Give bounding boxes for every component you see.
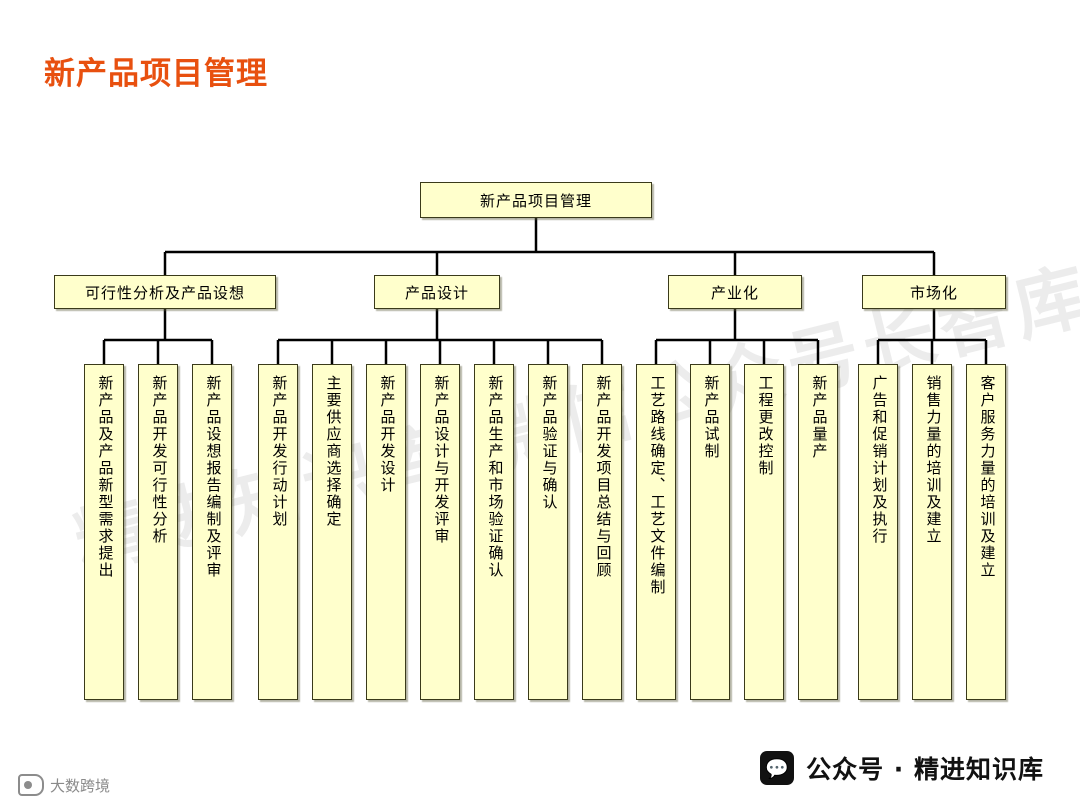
tree-node-branch-1: 产品设计 [374,275,500,309]
tree-node-leaf-9: 新产品开发项目总结与回顾 [582,364,622,700]
tree-node-branch-0: 可行性分析及产品设想 [54,275,276,309]
wechat-icon: 💬 [760,751,795,785]
brand-logo-icon [18,774,44,796]
tree-node-leaf-12: 工程更改控制 [744,364,784,700]
tree-node-leaf-13: 新产品量产 [798,364,838,700]
tree-node-leaf-16: 客户服务力量的培训及建立 [966,364,1006,700]
tree-node-leaf-2: 新产品设想报告编制及评审 [192,364,232,700]
tree-node-leaf-14: 广告和促销计划及执行 [858,364,898,700]
tree-node-leaf-6: 新产品设计与开发评审 [420,364,460,700]
tree-node-branch-3: 市场化 [862,275,1006,309]
tree-node-leaf-5: 新产品开发设计 [366,364,406,700]
brand-label: 大数跨境 [50,776,111,795]
footer-left-brand: 大数跨境 [18,774,110,796]
tree-node-leaf-15: 销售力量的培训及建立 [912,364,952,700]
wechat-account-label: 公众号 · 精进知识库 [806,755,1044,784]
tree-node-leaf-10: 工艺路线确定、工艺文件编制 [636,364,676,700]
tree-node-leaf-7: 新产品生产和市场验证确认 [474,364,514,700]
footer-right-brand: 💬 公众号 · 精进知识库 [760,750,1044,786]
page-title: 新产品项目管理 [44,56,268,92]
tree-node-leaf-11: 新产品试制 [690,364,730,700]
tree-node-leaf-0: 新产品及产品新型需求提出 [84,364,124,700]
tree-node-root: 新产品项目管理 [420,182,652,218]
tree-node-leaf-1: 新产品开发可行性分析 [138,364,178,700]
tree-node-leaf-4: 主要供应商选择确定 [312,364,352,700]
tree-node-branch-2: 产业化 [668,275,802,309]
tree-node-leaf-8: 新产品验证与确认 [528,364,568,700]
tree-node-leaf-3: 新产品开发行动计划 [258,364,298,700]
